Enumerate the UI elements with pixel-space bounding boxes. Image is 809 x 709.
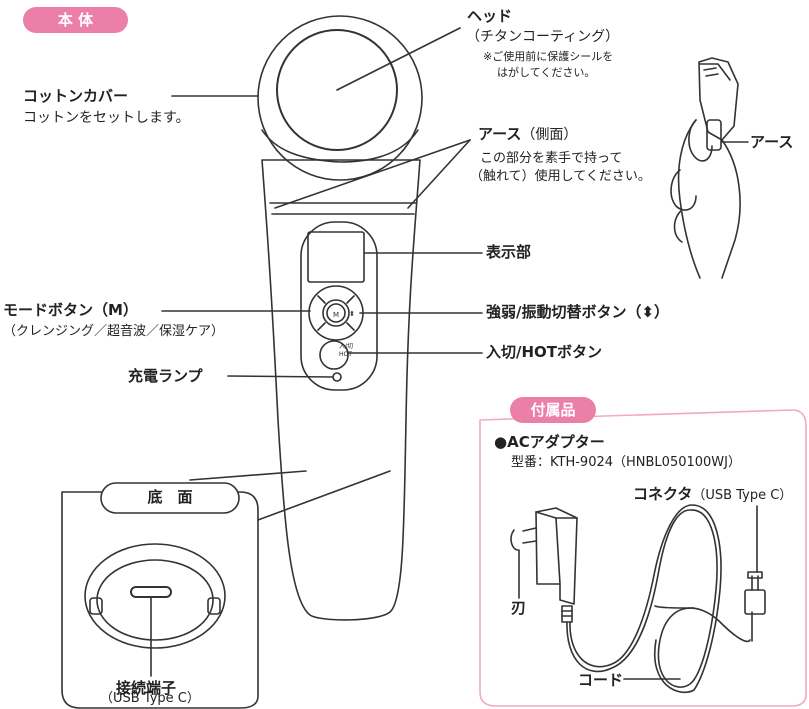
earth-line-2: （触れて）使用してください。 [470, 169, 651, 184]
connector-plug-label: コネクタ（USB Type C） [633, 484, 792, 505]
cotton-cover-sub: コットンをセットします。 [23, 110, 190, 126]
ac-adapter-body [535, 507, 578, 605]
ac-adapter-title: ●ACアダプター [494, 433, 605, 451]
cord-label: コード [578, 671, 624, 689]
earth-side: （側面） [521, 127, 578, 143]
device-body [261, 159, 421, 621]
display-label: 表示部 [486, 243, 532, 261]
connector-plug-sub: （USB Type C） [692, 488, 793, 503]
blade-label: 刃 [511, 599, 527, 617]
strength-button-label: 強弱/振動切替ボタン（⬍） [486, 303, 670, 321]
mode-button-sub: （クレンジング／超音波／保湿ケア） [3, 324, 225, 339]
head-sub-label: （チタンコーティング） [466, 29, 620, 45]
cotton-cover [257, 15, 423, 181]
usb-c-plug [744, 589, 766, 615]
power-button-mark-1: 入/切 [339, 343, 354, 350]
head-note-1: ※ご使用前に保護シールを [483, 50, 614, 63]
earth-label: アース（側面） [478, 124, 577, 145]
head-note-2: はがしてください。 [497, 66, 596, 79]
adapter-cord [566, 509, 751, 688]
svg-text:⬍: ⬍ [349, 310, 355, 318]
head-titanium [276, 29, 398, 151]
cotton-cover-label: コットンカバー [23, 87, 129, 105]
head-label: ヘッド [467, 7, 513, 25]
display-window [307, 231, 365, 283]
accessory-badge: 付属品 [510, 397, 596, 423]
earth-line-1: この部分を素手で持って [480, 151, 623, 166]
power-button-label: 入切/HOTボタン [486, 343, 603, 361]
power-button-shape [319, 340, 349, 370]
charge-lamp-label: 充電ランプ [128, 367, 203, 385]
connector-sub: （USB Type C） [100, 691, 200, 706]
control-panel [300, 221, 378, 391]
earth-title: アース [478, 125, 522, 143]
bottom-view-frame [61, 491, 259, 709]
usb-c-port [130, 586, 172, 598]
bottom-ellipse-outer [84, 543, 226, 649]
svg-text:M: M [333, 311, 339, 319]
connector-plug-title: コネクタ [633, 485, 693, 503]
mode-button-label: モードボタン（M） [3, 301, 138, 319]
main-unit-badge: 本 体 [23, 7, 128, 33]
accessory-frame [479, 409, 807, 707]
power-button-mark-2: HOT [339, 351, 352, 358]
earth-hand-label: アース [750, 133, 794, 151]
ac-adapter-model: 型番：KTH-9024（HNBL050100WJ） [511, 455, 741, 470]
connector-label: 接続端子 [116, 679, 177, 697]
bottom-view-badge: 底 面 [147, 488, 193, 506]
